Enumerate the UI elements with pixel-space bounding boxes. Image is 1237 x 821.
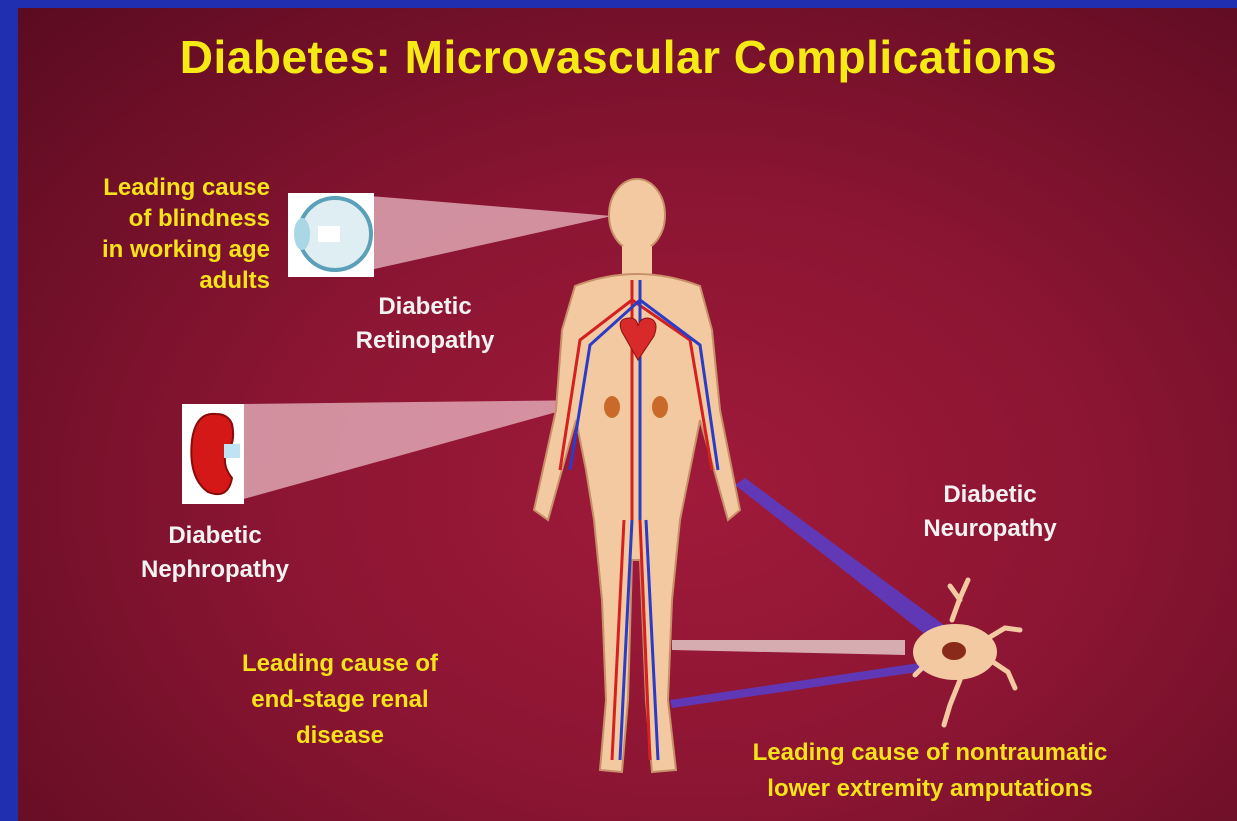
caption-line: of blindness (40, 203, 270, 234)
caption-line: adults (40, 265, 270, 296)
nephropathy-caption: Leading cause of end-stage renal disease (190, 646, 490, 754)
neuropathy-caption: Leading cause of nontraumatic lower extr… (680, 735, 1180, 807)
kidney-icon (182, 404, 244, 504)
retinopathy-label: Diabetic Retinopathy (320, 290, 530, 358)
caption-line: lower extremity amputations (680, 771, 1180, 807)
label-line: Diabetic (880, 478, 1100, 512)
neuropathy-beam-middle (672, 640, 905, 655)
caption-line: Leading cause of nontraumatic (680, 735, 1180, 771)
label-line: Retinopathy (320, 324, 530, 358)
nephropathy-label: Diabetic Nephropathy (110, 519, 320, 587)
retinopathy-caption: Leading cause of blindness in working ag… (40, 172, 270, 296)
neuron-icon (913, 580, 1020, 725)
neuropathy-label: Diabetic Neuropathy (880, 478, 1100, 546)
neuropathy-beam-lower (670, 660, 945, 708)
caption-line: disease (190, 718, 490, 754)
caption-line: Leading cause (40, 172, 270, 203)
caption-line: Leading cause of (190, 646, 490, 682)
caption-line: end-stage renal (190, 682, 490, 718)
label-line: Diabetic (110, 519, 320, 553)
retina-zoom-beam (370, 196, 612, 270)
label-line: Diabetic (320, 290, 530, 324)
label-line: Nephropathy (110, 553, 320, 587)
label-line: Neuropathy (880, 512, 1100, 546)
eye-cross-section-icon (288, 193, 374, 277)
caption-line: in working age (40, 234, 270, 265)
human-body-figure (534, 179, 740, 772)
